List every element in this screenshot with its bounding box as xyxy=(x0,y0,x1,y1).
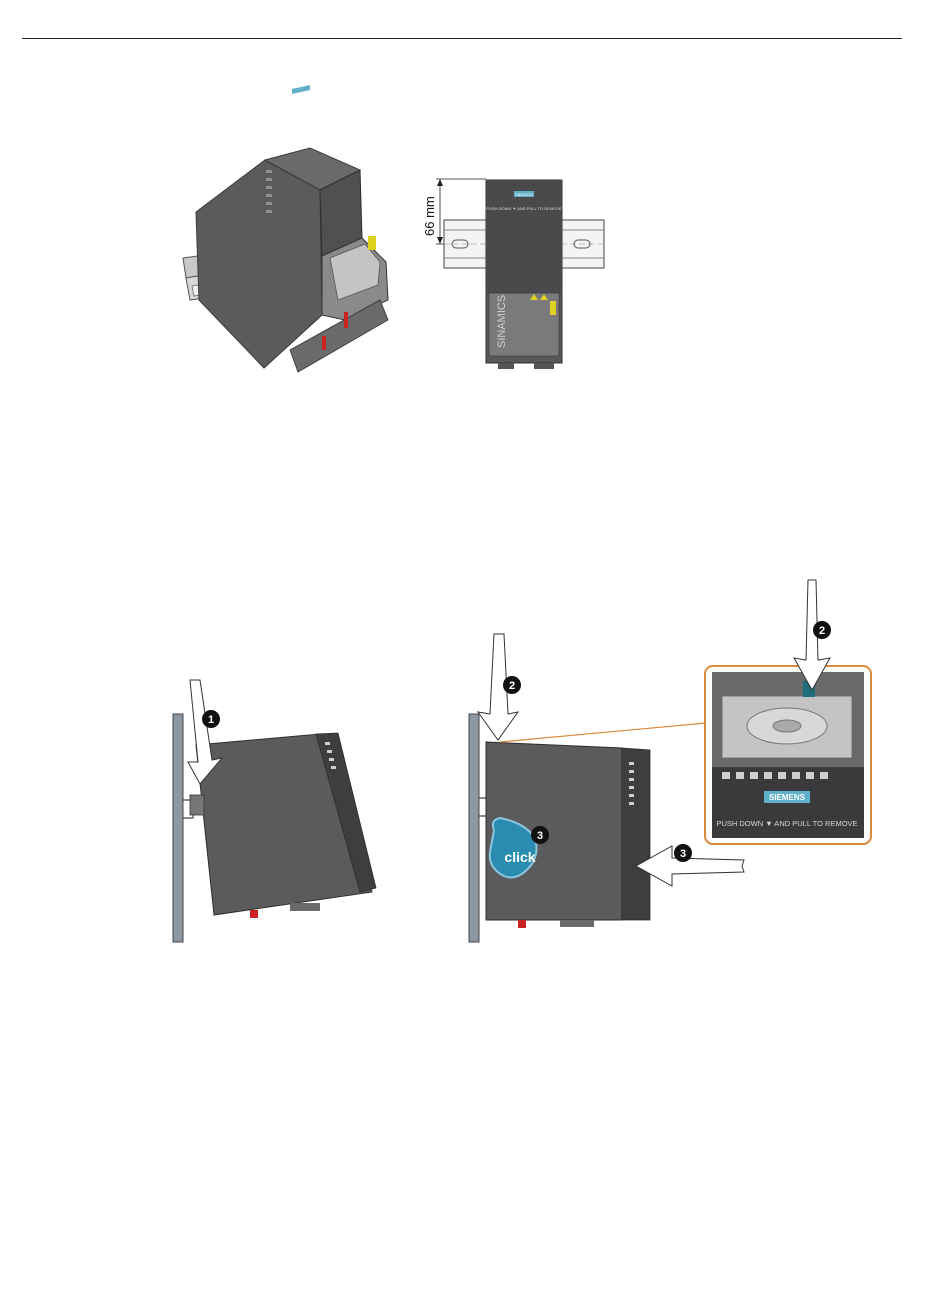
din-rail xyxy=(173,714,183,942)
detail-brand: SIEMENS xyxy=(769,793,806,802)
front-view-brand: SIEMENS xyxy=(515,192,533,197)
isometric-device-view xyxy=(183,85,388,372)
front-device-view: SIEMENS PUSH DOWN ▼ AND PULL TO REMOVE S… xyxy=(422,179,604,369)
top-figure: SIEMENS PUSH DOWN ▼ AND PULL TO REMOVE S… xyxy=(0,0,950,400)
dimension-label: 66 mm xyxy=(422,196,437,236)
detail-label: PUSH DOWN ▼ AND PULL TO REMOVE xyxy=(716,819,857,828)
step2-view: 2 click 3 3 xyxy=(469,634,744,942)
side-product-label: SINAMICS xyxy=(496,295,508,348)
detail-inset: SIEMENS PUSH DOWN ▼ AND PULL TO REMOVE 2 xyxy=(705,580,871,844)
step2-number: 2 xyxy=(509,680,515,692)
step3-number-click: 3 xyxy=(537,830,543,842)
step1-number: 1 xyxy=(208,714,214,726)
step3-number: 3 xyxy=(680,848,686,860)
detail-step2-number: 2 xyxy=(819,625,825,637)
step1-view: 1 xyxy=(173,680,376,942)
bottom-figure: 1 2 click 3 3 xyxy=(0,560,950,960)
click-label: click xyxy=(504,849,535,865)
din-rail xyxy=(469,714,479,942)
front-view-label: PUSH DOWN ▼ AND PULL TO REMOVE xyxy=(486,206,562,211)
